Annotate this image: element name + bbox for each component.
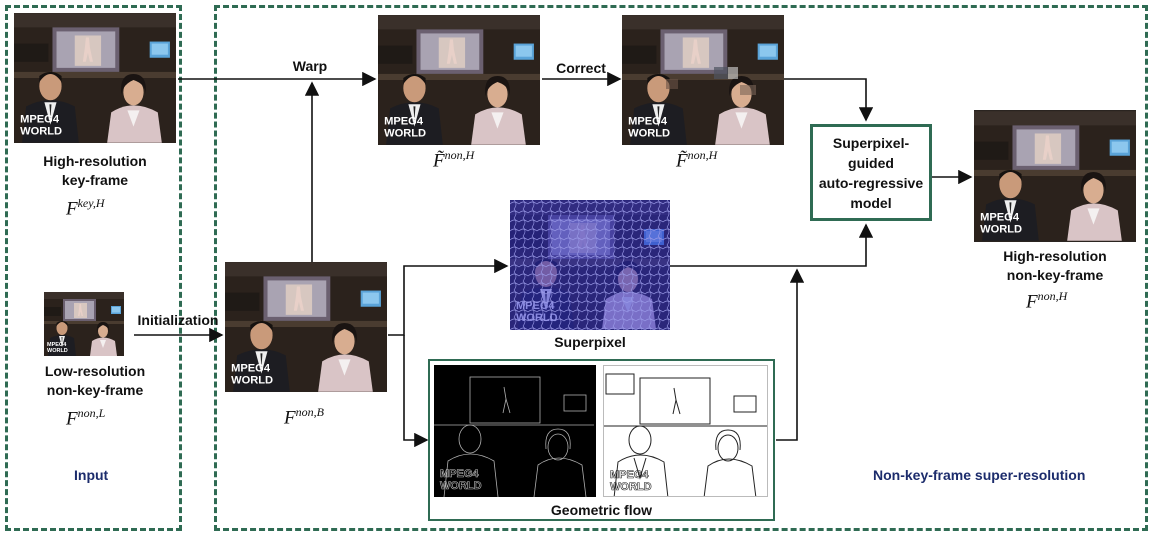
- geometric-flow-light-image: MPEG4 WORLD: [603, 365, 768, 497]
- svg-text:WORLD: WORLD: [610, 481, 652, 493]
- geometric-flow-dark-image: MPEG4 WORLD: [434, 365, 596, 497]
- low-res-non-key-frame-label: Low-resolution non-key-frame: [14, 362, 176, 400]
- output-symbol: Fnon,H: [1026, 289, 1067, 313]
- output-label-line1: High-resolution: [1003, 248, 1107, 264]
- correct-label: Correct: [556, 60, 606, 76]
- bicubic-symbol-sup: non,B: [295, 405, 324, 419]
- warped-symbol-base: F̃: [433, 150, 445, 172]
- warp-label: Warp: [292, 58, 328, 74]
- key-frame-symbol: Fkey,H: [66, 196, 105, 220]
- key-frame-symbol-sup: key,H: [77, 196, 105, 210]
- geometric-flow-label: Geometric flow: [550, 502, 653, 518]
- svg-text:MPEG4: MPEG4: [440, 468, 479, 480]
- model-line1: Superpixel-guided: [832, 134, 910, 171]
- initialization-label: Initialization: [137, 312, 219, 328]
- high-res-key-frame-label-line2: key-frame: [61, 172, 129, 188]
- warped-symbol-sup: non,H: [444, 148, 475, 162]
- low-res-label-line1: Low-resolution: [44, 363, 146, 379]
- key-frame-symbol-base: F: [66, 198, 78, 220]
- output-symbol-sup: non,H: [1037, 289, 1068, 303]
- geometric-flow-box: [428, 359, 775, 521]
- corrected-frame-image: [622, 15, 784, 145]
- svg-text:MPEG4: MPEG4: [610, 469, 649, 481]
- input-section-label: Input: [74, 467, 109, 483]
- corrected-symbol-base: F̃: [676, 150, 688, 172]
- non-key-frame-sr-panel: [214, 5, 1148, 531]
- high-res-non-key-frame-image: [974, 110, 1136, 242]
- output-symbol-base: F: [1026, 291, 1038, 313]
- superpixel-image: [510, 200, 670, 330]
- corrected-symbol: F̃non,H: [676, 148, 717, 172]
- main-section-label: Non-key-frame super-resolution: [873, 467, 1086, 483]
- high-res-key-frame-label: High-resolution key-frame: [14, 152, 176, 190]
- bicubic-symbol-base: F: [284, 407, 296, 429]
- model-line2: auto-regressive: [818, 174, 924, 191]
- correction-patches: [666, 67, 756, 95]
- superpixel-guided-model-box: Superpixel-guided auto-regressive model: [810, 124, 932, 221]
- corrected-symbol-sup: non,H: [687, 148, 718, 162]
- low-res-symbol-base: F: [66, 408, 78, 430]
- low-res-symbol-sup: non,L: [77, 406, 106, 420]
- output-label-line2: non-key-frame: [1006, 267, 1104, 283]
- svg-text:WORLD: WORLD: [440, 480, 482, 492]
- bicubic-symbol: Fnon,B: [284, 405, 324, 429]
- high-res-key-frame-label-line1: High-resolution: [43, 153, 147, 169]
- bicubic-frame-image: [225, 262, 387, 392]
- output-label: High-resolution non-key-frame: [974, 247, 1136, 285]
- input-panel: [5, 5, 182, 531]
- low-res-label-line2: non-key-frame: [46, 382, 144, 398]
- low-res-symbol: Fnon,L: [66, 406, 105, 430]
- warped-symbol: F̃non,H: [433, 148, 474, 172]
- warped-frame-image: [378, 15, 540, 145]
- high-res-key-frame-image: [14, 13, 176, 143]
- model-line3: model: [850, 194, 892, 211]
- low-res-non-key-frame-image: [44, 292, 124, 356]
- superpixel-label: Superpixel: [554, 334, 626, 350]
